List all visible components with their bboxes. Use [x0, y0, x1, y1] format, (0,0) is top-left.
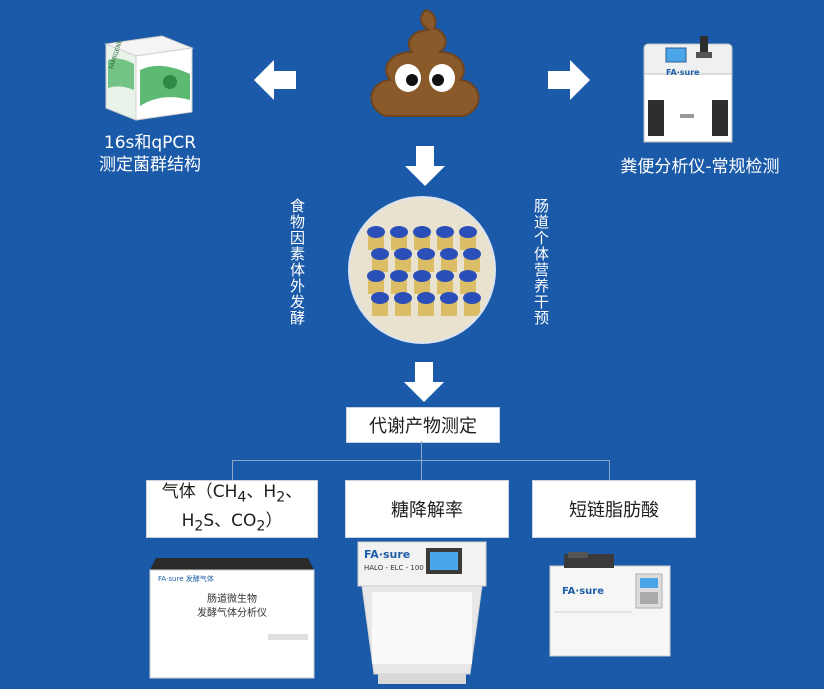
vial-cap: [440, 248, 458, 260]
connector-mid-drop: [421, 460, 422, 480]
vial-cap: [371, 248, 389, 260]
vial-cap: [417, 292, 435, 304]
vial-cap: [367, 270, 385, 282]
elc-instrument-image: FA·sure HALO - ELC - 100: [356, 540, 488, 686]
gas-line2: H2S、CO2）: [181, 511, 283, 535]
vial-cap: [436, 270, 454, 282]
vial-cap: [436, 226, 454, 238]
gas-device-line1: 肠道微生物: [207, 594, 257, 605]
top-right-label: 粪便分析仪-常规检测: [620, 157, 780, 177]
top-left-line1: 16s和qPCR: [103, 133, 197, 153]
vial-cap: [459, 270, 477, 282]
elc-model: HALO - ELC - 100: [364, 564, 424, 572]
vial-cap: [463, 248, 481, 260]
vial-cap: [417, 248, 435, 260]
vial-cap: [440, 292, 458, 304]
gas-device-line2: 发酵气体分析仪: [197, 608, 267, 619]
arrow-down-icon: [405, 146, 445, 186]
side-left-label: 食物因素体外发酵: [288, 198, 306, 326]
vial-cap: [390, 270, 408, 282]
elc-brand: FA·sure: [364, 548, 411, 561]
sugar-box: 糖降解率: [345, 480, 509, 538]
metabolite-box: 代谢产物测定: [346, 407, 500, 443]
vial-cap: [394, 292, 412, 304]
gas-device-brand: FA·sure 发酵气体: [158, 575, 214, 583]
connector-vertical: [421, 441, 422, 461]
vial-cap: [459, 226, 477, 238]
arrow-right-icon: [548, 60, 590, 100]
gas-box: 气体（CH4、H2、 H2S、CO2）: [146, 480, 318, 538]
top-left-line2: 测定菌群结构: [99, 155, 201, 175]
fatty-acid-box: 短链脂肪酸: [532, 480, 696, 538]
connector-right-drop: [609, 460, 610, 480]
vial-cap: [390, 226, 408, 238]
gas-analyzer-image: FA·sure 发酵气体 肠道微生物 发酵气体分析仪: [148, 550, 316, 682]
arrow-down-icon: [404, 362, 444, 402]
analyzer-brand: FA·sure: [666, 68, 700, 77]
vial-cap: [371, 292, 389, 304]
arrow-left-icon: [254, 60, 296, 100]
vial-cap: [394, 248, 412, 260]
poop-icon: [360, 6, 490, 122]
connector-left-drop: [232, 460, 233, 480]
top-left-label: 16s和qPCR 测定菌群结构: [70, 132, 230, 176]
vial-cap: [367, 226, 385, 238]
vial-cap: [413, 226, 431, 238]
vial-cap: [463, 292, 481, 304]
vial-cap: [413, 270, 431, 282]
side-right-label: 肠道个体营养干预: [532, 198, 550, 326]
reagent-kit-image: FAMIGENE: [100, 30, 196, 122]
gas-line1: 气体（CH4、H2、: [161, 481, 303, 505]
gas-chromatograph-image: FA·sure: [548, 552, 672, 658]
vials-photo: [348, 196, 496, 344]
gc-brand: FA·sure: [562, 586, 605, 597]
stool-analyzer-image: FA·sure: [640, 34, 736, 146]
